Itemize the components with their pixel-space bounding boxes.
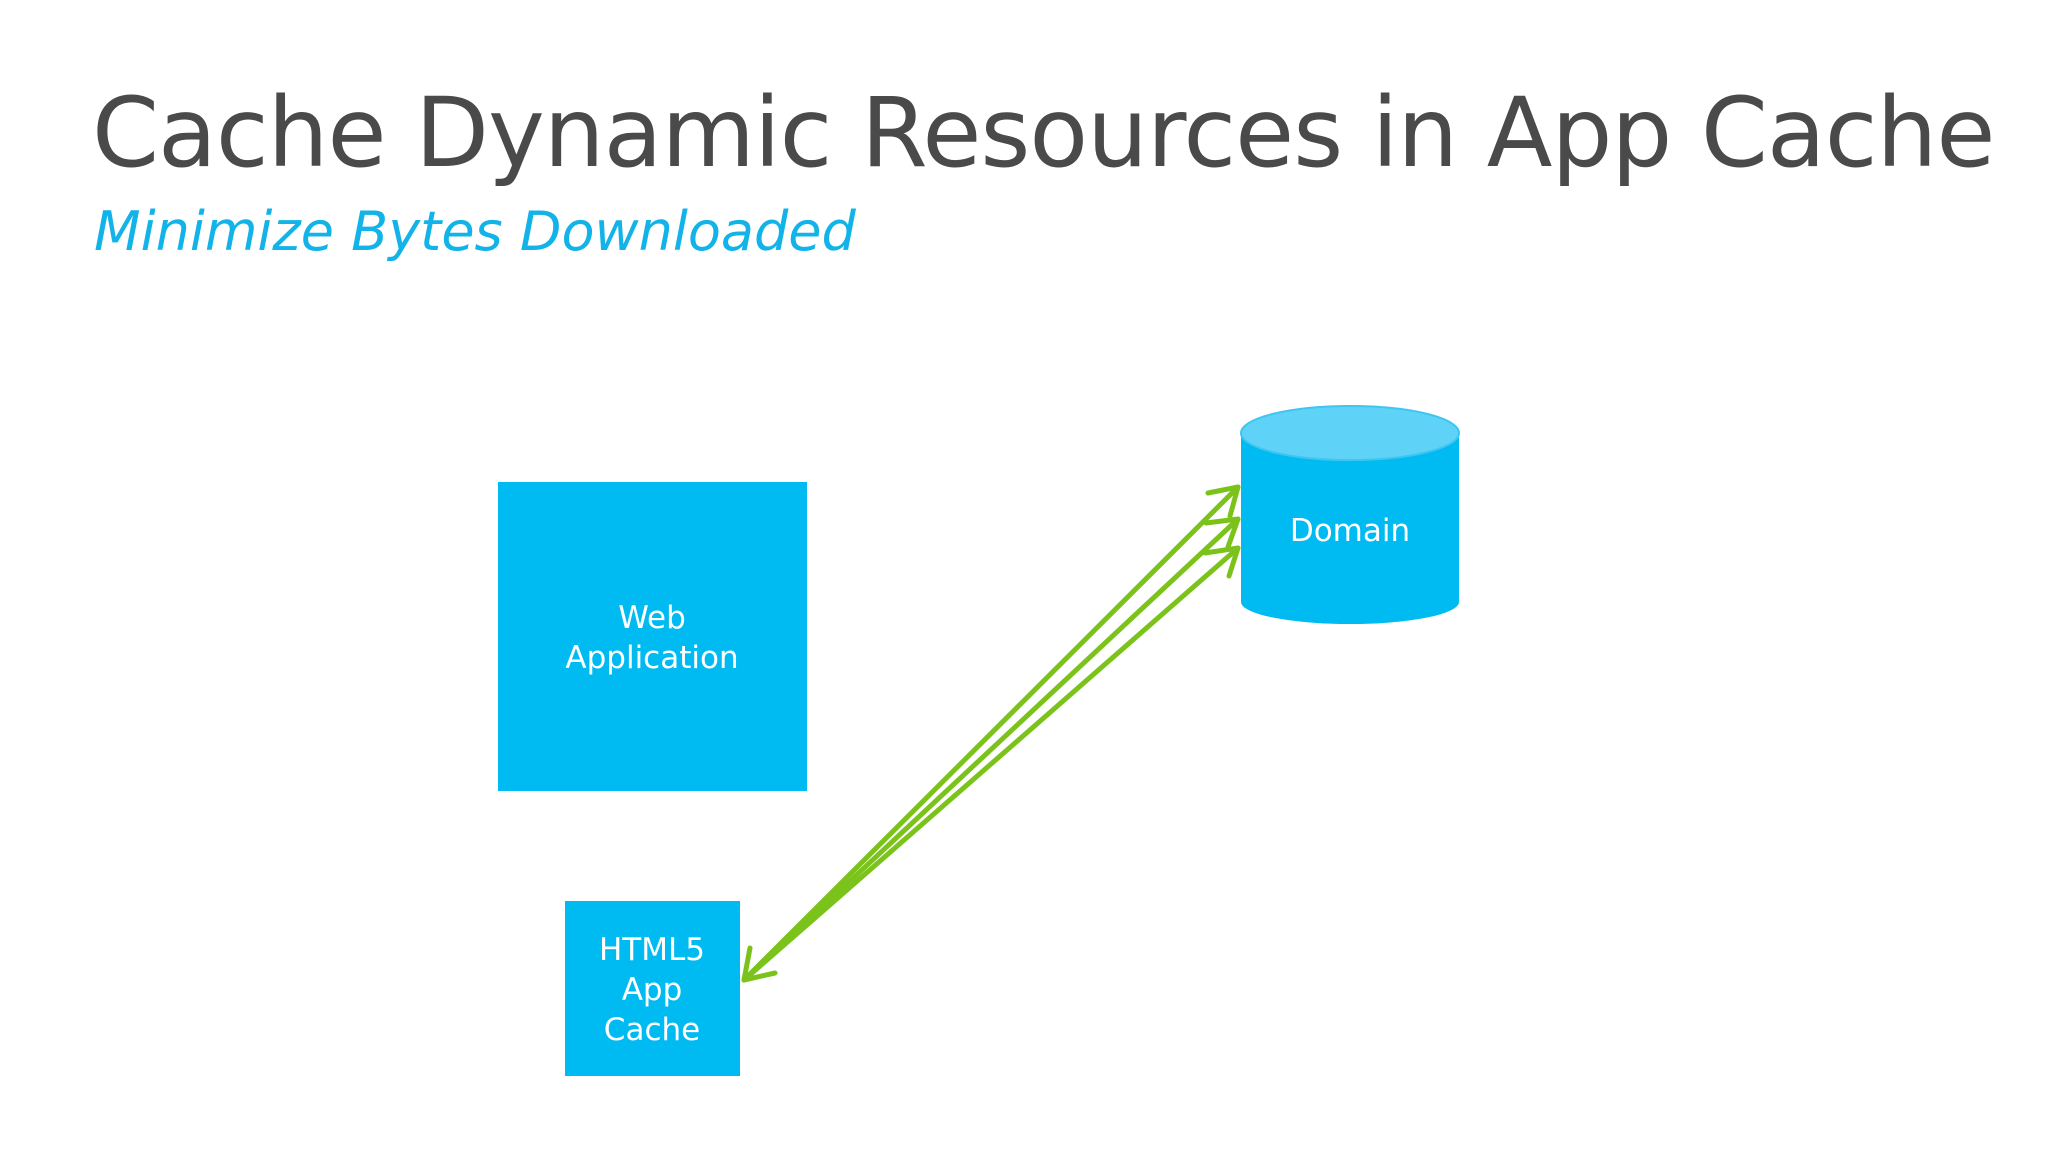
connector-arrow-3 bbox=[741, 545, 1241, 983]
arrowhead-domain-2 bbox=[1203, 516, 1241, 550]
domain-node: Domain bbox=[1240, 405, 1460, 624]
arrowhead-domain-3 bbox=[1202, 545, 1241, 579]
domain-label: Domain bbox=[1290, 513, 1410, 549]
arrowhead-app-cache bbox=[741, 945, 778, 983]
app-cache-label-line-3: Cache bbox=[604, 1012, 700, 1048]
connector-arrow-1 bbox=[741, 484, 1241, 983]
slide-title: Cache Dynamic Resources in App Cache bbox=[92, 77, 1995, 189]
slide-subtitle: Minimize Bytes Downloaded bbox=[94, 200, 856, 263]
domain-cylinder-body bbox=[1241, 433, 1459, 624]
connector-arrow-2 bbox=[741, 516, 1241, 983]
app-cache-label-line-2: App bbox=[622, 972, 683, 1008]
app-cache-box bbox=[565, 901, 740, 1076]
connector-arrows bbox=[741, 484, 1241, 983]
web-application-label-line-1: Web bbox=[618, 600, 686, 636]
arrowhead-domain-1 bbox=[1205, 484, 1241, 519]
domain-cylinder-top bbox=[1240, 405, 1460, 461]
web-application-node: Web Application bbox=[498, 482, 807, 791]
app-cache-node: HTML5 App Cache bbox=[565, 901, 740, 1076]
web-application-label-line-2: Application bbox=[565, 640, 738, 676]
app-cache-label-line-1: HTML5 bbox=[599, 932, 705, 968]
web-application-box bbox=[498, 482, 807, 791]
